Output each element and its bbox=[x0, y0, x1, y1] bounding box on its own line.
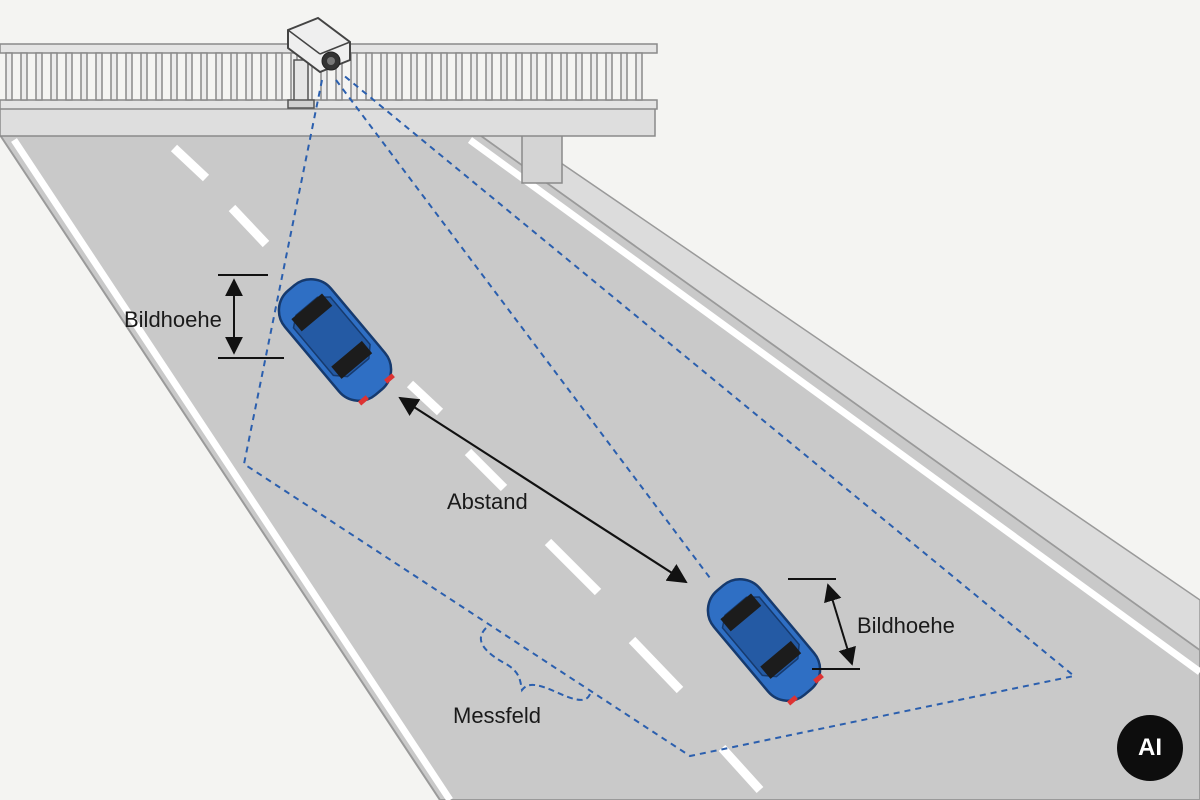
left-edge-line bbox=[11, 138, 453, 800]
measuring-field-label: Messfeld bbox=[453, 703, 542, 728]
bridge-baluster bbox=[440, 52, 448, 101]
bridge-baluster bbox=[500, 52, 508, 101]
ai-badge: AI bbox=[1117, 715, 1183, 781]
bridge-pillar bbox=[521, 134, 563, 184]
bridge-baluster bbox=[245, 52, 253, 101]
bridge-baluster bbox=[515, 52, 523, 101]
bridge-baluster bbox=[230, 52, 238, 101]
bridge-baluster bbox=[455, 52, 463, 101]
bridge-baluster bbox=[5, 52, 13, 101]
bridge-baluster bbox=[65, 52, 73, 101]
bridge-baluster bbox=[410, 52, 418, 101]
bridge-deck bbox=[0, 107, 656, 137]
bridge-baluster bbox=[260, 52, 268, 101]
bridge-baluster bbox=[380, 52, 388, 101]
bridge-baluster bbox=[185, 52, 193, 101]
bridge-baluster bbox=[80, 52, 88, 101]
bridge-baluster bbox=[485, 52, 493, 101]
bridge-baluster bbox=[275, 52, 283, 101]
bridge-baluster bbox=[605, 52, 613, 101]
bridge-baluster bbox=[560, 52, 568, 101]
distance-arrow bbox=[398, 396, 688, 584]
bridge-baluster bbox=[155, 52, 163, 101]
distance-label: Abstand bbox=[447, 489, 528, 514]
bridge-baluster bbox=[590, 52, 598, 101]
bridge-baluster bbox=[635, 52, 643, 101]
bridge-baluster bbox=[470, 52, 478, 101]
bridge-baluster bbox=[35, 52, 43, 101]
bridge-baluster bbox=[170, 52, 178, 101]
bridge-baluster bbox=[365, 52, 373, 101]
bridge-baluster bbox=[425, 52, 433, 101]
bridge-baluster bbox=[575, 52, 583, 101]
bridge-baluster bbox=[50, 52, 58, 101]
bridge bbox=[0, 43, 658, 184]
bridge-baluster bbox=[20, 52, 28, 101]
bridge-baluster bbox=[140, 52, 148, 101]
bridge-baluster bbox=[350, 52, 358, 101]
bridge-baluster bbox=[395, 52, 403, 101]
image-height-label-left: Bildhoehe bbox=[124, 307, 222, 332]
camera-icon bbox=[287, 16, 351, 109]
right-edge-line bbox=[467, 137, 1200, 675]
measuring-field-brace bbox=[479, 627, 591, 701]
road bbox=[0, 134, 1200, 800]
bridge-bottom-rail bbox=[0, 99, 658, 110]
bridge-baluster bbox=[95, 52, 103, 101]
car-icon bbox=[706, 578, 824, 706]
bridge-baluster bbox=[125, 52, 133, 101]
bridge-baluster bbox=[530, 52, 538, 101]
image-height-dimension-left bbox=[218, 274, 284, 359]
image-height-dimension-right bbox=[788, 578, 860, 670]
bridge-baluster bbox=[620, 52, 628, 101]
image-height-label-right: Bildhoehe bbox=[857, 613, 955, 638]
car-icon bbox=[277, 278, 395, 406]
bridge-balusters bbox=[5, 52, 643, 101]
bridge-baluster bbox=[200, 52, 208, 101]
bridge-baluster bbox=[215, 52, 223, 101]
bridge-baluster bbox=[545, 52, 553, 101]
bridge-baluster bbox=[110, 52, 118, 101]
